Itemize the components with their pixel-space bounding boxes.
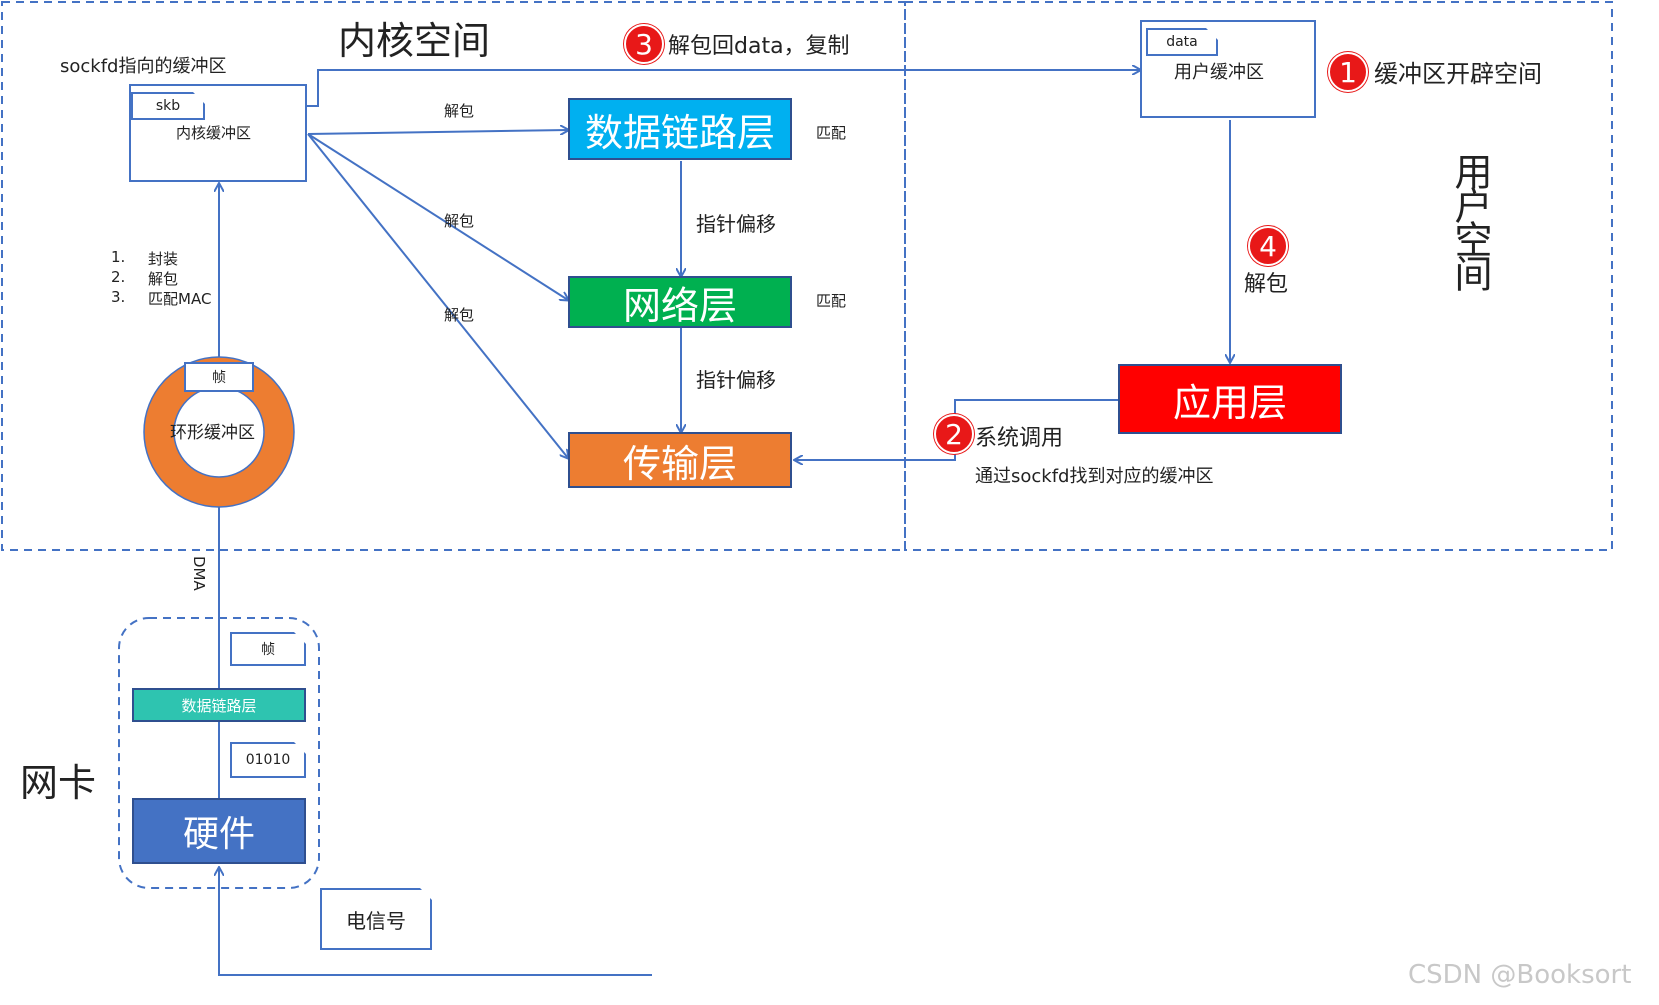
- step-3-badge: 3: [624, 24, 664, 64]
- edge-label-match-2: 匹配: [816, 292, 847, 310]
- step-1-text: 缓冲区开辟空间: [1374, 60, 1542, 88]
- ring-frame-tag: 帧: [184, 362, 254, 392]
- nic-bits-tag: 01010: [230, 742, 306, 778]
- layer-network: 网络层: [568, 276, 792, 328]
- edge-label-offset-1: 指针偏移: [696, 212, 776, 236]
- skb-tag: skb: [131, 92, 205, 120]
- user-data-tag: data: [1146, 28, 1218, 56]
- step-list-item-2: 解包: [148, 270, 179, 288]
- step-list-num-2: 2.: [111, 268, 126, 286]
- edge-label-match-1: 匹配: [816, 124, 847, 142]
- layer-transport: 传输层: [568, 432, 792, 488]
- user-space-title: 用户空间: [1448, 152, 1492, 288]
- layer-data-link: 数据链路层: [568, 98, 792, 160]
- edge-label-unpack-1: 解包: [444, 102, 475, 120]
- edge-label-unpack-2: 解包: [444, 212, 475, 230]
- kernel-buffer-caption: sockfd指向的缓冲区: [60, 56, 227, 77]
- step-4-text: 解包: [1244, 272, 1289, 297]
- layer-application: 应用层: [1118, 364, 1342, 434]
- signal-tag: 电信号: [320, 888, 432, 950]
- nic-title: 网卡: [20, 761, 97, 805]
- arrow-kbuf-to-network: [307, 133, 568, 300]
- kernel-space-region: [1, 1, 906, 551]
- watermark: CSDN @Booksort: [1408, 960, 1632, 990]
- step-list-item-3: 匹配MAC: [148, 290, 212, 308]
- arrow-kbuf-to-datalink: [307, 130, 568, 134]
- ring-buffer-label: 环形缓冲区: [170, 423, 255, 443]
- step-list-num-1: 1.: [111, 248, 126, 266]
- user-buffer-label: 用户缓冲区: [1174, 62, 1264, 83]
- step-3-text: 解包回data，复制: [668, 34, 850, 59]
- step-list-item-1: 封装: [148, 250, 179, 268]
- nic-frame-tag: 帧: [230, 632, 306, 666]
- kernel-buffer-label: 内核缓冲区: [176, 124, 252, 142]
- dma-label: DMA: [190, 556, 208, 591]
- user-space-region: [904, 1, 1613, 551]
- step-4-badge: 4: [1248, 226, 1288, 266]
- step-2-text: 系统调用: [975, 426, 1064, 451]
- edge-label-offset-2: 指针偏移: [696, 368, 776, 392]
- step-list-num-3: 3.: [111, 288, 126, 306]
- step-2-subtext: 通过sockfd找到对应的缓冲区: [975, 466, 1214, 487]
- kernel-space-title: 内核空间: [338, 19, 491, 63]
- arrow-kbuf-to-transport: [307, 133, 568, 458]
- nic-hardware: 硬件: [132, 798, 306, 864]
- edge-label-unpack-3: 解包: [444, 306, 475, 324]
- arrow-signal-to-hardware: [219, 868, 652, 976]
- nic-link-layer: 数据链路层: [132, 688, 306, 722]
- step-2-badge: 2: [934, 414, 974, 454]
- step-1-badge: 1: [1328, 52, 1368, 92]
